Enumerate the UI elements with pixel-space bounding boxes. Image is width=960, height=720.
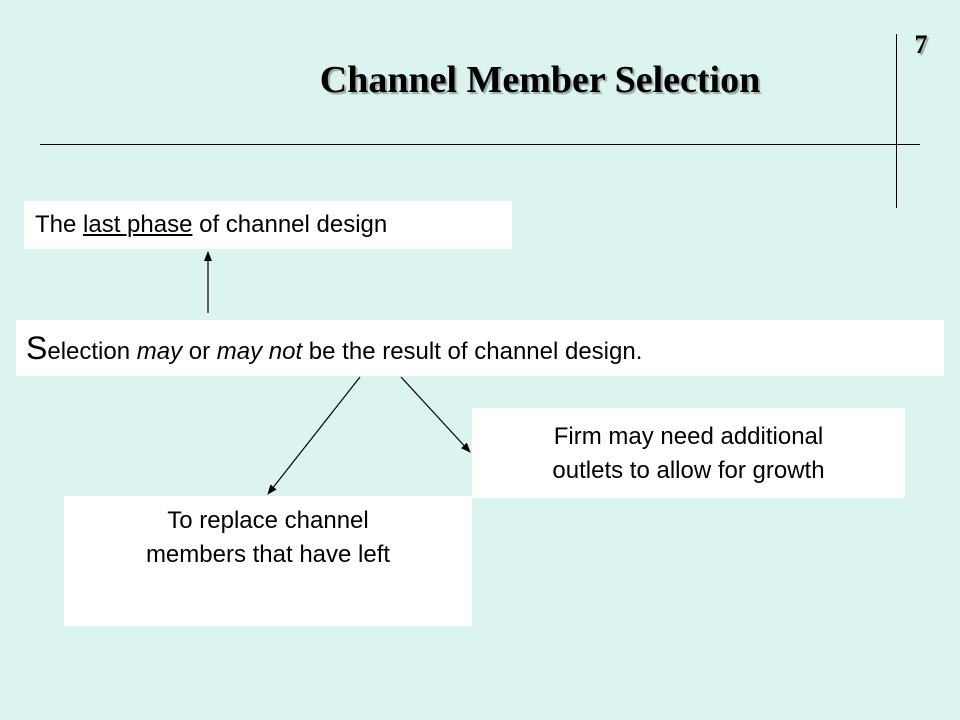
selection-box: Selection may or may not be the result o… [16, 320, 944, 376]
arrow-to-growth-box [400, 376, 471, 453]
title-divider-horizontal [40, 144, 920, 145]
last-phase-box: The last phase of channel design [24, 201, 512, 249]
slide-title: Channel Member Selection [319, 59, 761, 101]
replace-text-line1: To replace channel [167, 507, 369, 534]
selection-text-part1: election [47, 338, 137, 365]
replace-text-line2: members that have left [145, 541, 391, 568]
title-divider-vertical [896, 34, 897, 208]
selection-text-part2: or [182, 338, 217, 365]
growth-text-line1: Firm may need additional [553, 423, 824, 450]
arrow-to-replace-box [267, 376, 361, 495]
selection-text-may-not: may not [216, 338, 303, 365]
last-phase-text-after: of channel design [192, 211, 388, 238]
growth-text-line2: outlets to allow for growth [552, 457, 825, 484]
replace-box: To replace channel members that have lef… [64, 496, 472, 626]
selection-text-may: may [136, 338, 183, 365]
selection-text-part3: be the result of channel design. [302, 338, 643, 365]
selection-first-letter: S [26, 330, 48, 366]
growth-box: Firm may need additional outlets to allo… [472, 408, 905, 498]
slide-number: 7 [914, 30, 928, 59]
last-phase-underlined-text: last phase [83, 211, 193, 238]
last-phase-text-before: The [35, 211, 84, 238]
